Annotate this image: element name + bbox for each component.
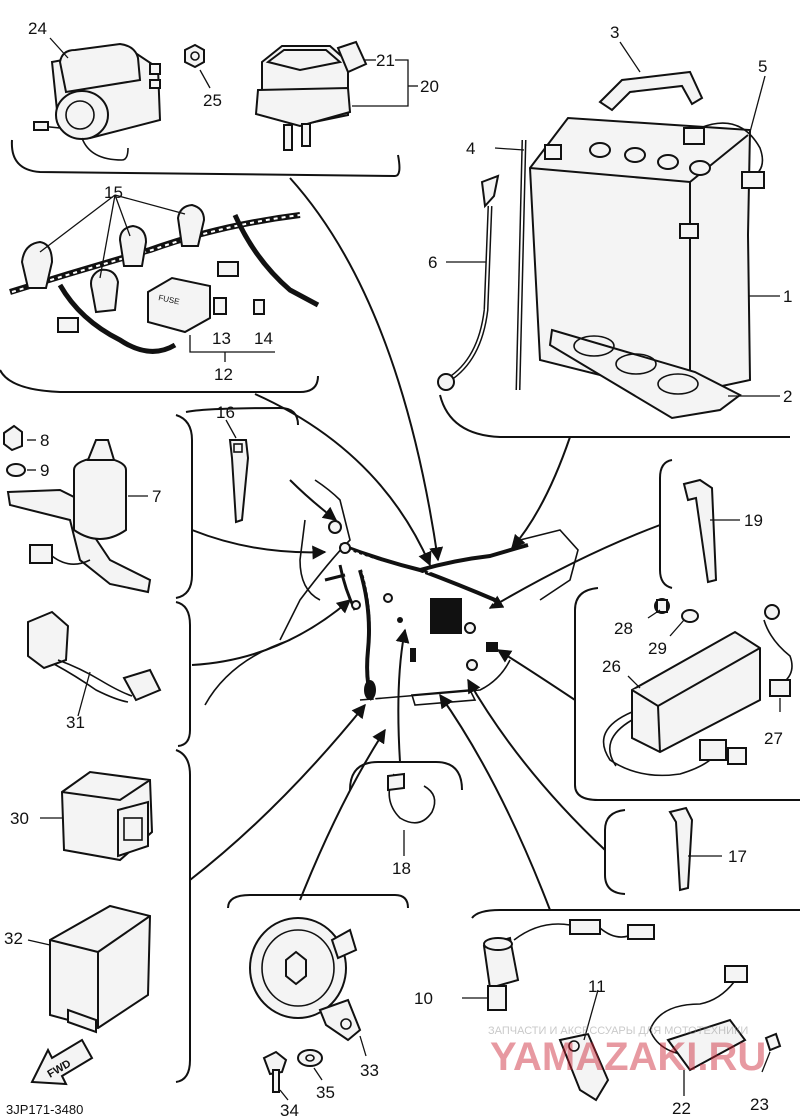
callout-13: 13 bbox=[212, 329, 231, 348]
harness-clamps bbox=[9, 194, 320, 362]
callout-labels: 24 25 21 20 3 5 4 6 1 2 15 13 14 12 16 8… bbox=[4, 19, 792, 1118]
callout-15: 15 bbox=[104, 183, 123, 202]
callout-8: 8 bbox=[40, 431, 49, 450]
wire-clamp bbox=[387, 772, 436, 856]
callout-20: 20 bbox=[420, 77, 439, 96]
wire-harness bbox=[324, 520, 531, 701]
callout-21: 21 bbox=[376, 51, 395, 70]
callout-30: 30 bbox=[10, 809, 29, 828]
callout-6: 6 bbox=[428, 253, 437, 272]
group-frames bbox=[0, 139, 800, 1083]
callout-4: 4 bbox=[466, 139, 475, 158]
callout-35: 35 bbox=[316, 1083, 335, 1102]
callout-18: 18 bbox=[392, 859, 411, 878]
watermark: ЗАПЧАСТИ И АКСЕССУАРЫ ДЛЯ МОТОТЕХНИКИ YA… bbox=[488, 1025, 766, 1079]
fwd-arrow bbox=[30, 1038, 94, 1086]
relay-fuse bbox=[254, 40, 418, 151]
callout-28: 28 bbox=[614, 619, 633, 638]
callout-17: 17 bbox=[728, 847, 747, 866]
watermark-logo: YAMAZAKI.RU bbox=[490, 1035, 766, 1079]
neutral-switch bbox=[462, 919, 782, 1102]
sub-harness bbox=[27, 610, 162, 717]
callout-9: 9 bbox=[40, 461, 49, 480]
fuse-box-label: FUSE bbox=[158, 293, 181, 306]
callout-16: 16 bbox=[216, 403, 235, 422]
callout-12: 12 bbox=[214, 365, 233, 384]
ignition-coil bbox=[33, 37, 162, 161]
callout-10: 10 bbox=[414, 989, 433, 1008]
battery-cables bbox=[437, 139, 527, 391]
callout-33: 33 bbox=[360, 1061, 379, 1080]
callout-5: 5 bbox=[758, 57, 767, 76]
callout-29: 29 bbox=[648, 639, 667, 658]
watermark-caption: ЗАПЧАСТИ И АКСЕССУАРЫ ДЛЯ МОТОТЕХНИКИ bbox=[488, 1025, 748, 1037]
battery-group bbox=[528, 41, 780, 420]
callout-31: 31 bbox=[66, 713, 85, 732]
callout-32: 32 bbox=[4, 929, 23, 948]
callout-2: 2 bbox=[783, 387, 792, 406]
callout-14: 14 bbox=[254, 329, 273, 348]
nut bbox=[184, 43, 211, 89]
horn bbox=[249, 917, 367, 1101]
cable-ties bbox=[225, 419, 740, 892]
motorcycle-frame bbox=[204, 479, 579, 706]
drawing-code: 3JP171-3480 bbox=[6, 1102, 83, 1117]
callout-11: 11 bbox=[588, 977, 606, 996]
callout-24: 24 bbox=[28, 19, 47, 38]
callout-34: 34 bbox=[280, 1101, 299, 1118]
callout-23: 23 bbox=[750, 1095, 769, 1114]
relay-units bbox=[27, 770, 154, 1034]
callout-3: 3 bbox=[610, 23, 619, 42]
callout-27: 27 bbox=[764, 729, 783, 748]
callout-19: 19 bbox=[744, 511, 763, 530]
control-unit bbox=[602, 598, 793, 777]
callout-1: 1 bbox=[783, 287, 792, 306]
callout-22: 22 bbox=[672, 1099, 691, 1118]
callout-26: 26 bbox=[602, 657, 621, 676]
sidestand-switch bbox=[3, 424, 152, 594]
callout-7: 7 bbox=[152, 487, 161, 506]
callout-25: 25 bbox=[203, 91, 222, 110]
